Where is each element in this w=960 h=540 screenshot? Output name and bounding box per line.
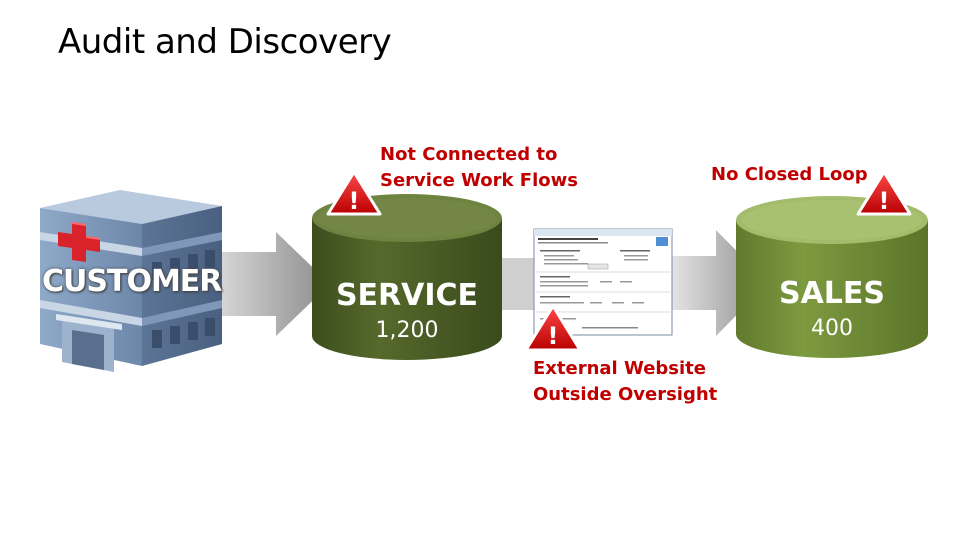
warning-icon-website: !: [524, 304, 582, 352]
sales-title: SALES: [778, 276, 886, 311]
service-warning-text: Not Connected to Service Work Flows: [380, 142, 578, 194]
svg-text:!: !: [879, 187, 890, 215]
website-warning-line-2: Outside Oversight: [533, 384, 718, 405]
service-warning-line-1: Not Connected to: [380, 144, 558, 165]
slide-title: Audit and Discovery: [58, 22, 392, 62]
service-value: 1,200: [375, 318, 439, 343]
website-warning-text: External Website Outside Oversight: [533, 356, 717, 408]
service-warning-line-2: Service Work Flows: [380, 170, 578, 191]
arrow-customer-to-service: [196, 232, 330, 336]
website-warning-line-1: External Website: [533, 358, 706, 379]
warning-icon-service: !: [326, 170, 382, 216]
sales-warning-line-1: No Closed Loop: [711, 164, 868, 185]
customer-label: CUSTOMER: [42, 264, 222, 299]
svg-text:!: !: [349, 187, 360, 215]
service-title: SERVICE: [335, 278, 479, 313]
sales-warning-text: No Closed Loop: [711, 162, 868, 188]
warning-icon-sales: !: [856, 170, 912, 216]
hospital-building-icon: [40, 190, 222, 372]
sales-value: 400: [811, 316, 853, 341]
arrow-website-to-sales: [670, 230, 768, 336]
svg-text:!: !: [548, 322, 559, 350]
red-cross-icon: [58, 222, 100, 262]
